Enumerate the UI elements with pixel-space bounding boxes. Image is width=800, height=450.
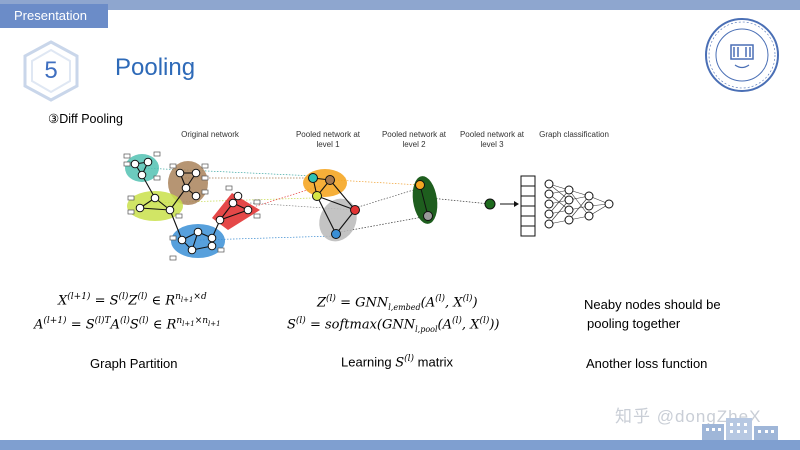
formula-x-update: X(l+1) = S(l)Z(l) ∈ Rnl+1×d <box>58 292 207 309</box>
caption-graph-partition: Graph Partition <box>90 356 178 371</box>
label-pooled-level-1: Pooled network at level 1 <box>295 130 361 149</box>
note-neighboring-nodes: Neaby nodes should be pooling together <box>584 295 721 333</box>
section-number-badge: 5 <box>20 40 82 102</box>
formula-s-pool: S(l) = softmax(GNNl,pool(A(l), X(l))) <box>287 316 500 334</box>
watermark-text: 知乎 @dongZheX <box>615 407 762 426</box>
top-bar <box>0 0 800 10</box>
formula-a-update: A(l+1) = S(l)TA(l)S(l) ∈ Rnl+1×nl+1 <box>34 316 221 333</box>
caption-another-loss: Another loss function <box>586 356 708 371</box>
label-pooled-level-3: Pooled network at level 3 <box>459 130 525 149</box>
label-graph-classification: Graph classification <box>539 130 609 139</box>
label-pooled-level-2: Pooled network at level 2 <box>381 130 447 149</box>
building-illustration <box>702 418 778 442</box>
diff-pooling-subtitle: ③Diff Pooling <box>48 112 123 126</box>
caption-matrix-suffix: matrix <box>414 354 454 370</box>
caption-s-superscript: (l) <box>404 354 415 364</box>
note-line-1: Neaby nodes should be <box>584 297 721 312</box>
label-original-network: Original network <box>181 130 239 139</box>
caption-s-symbol: S <box>395 355 405 371</box>
presentation-tab: Presentation <box>0 4 108 28</box>
university-seal-logo <box>705 18 779 92</box>
formula-z-embed: Z(l) = GNNl,embed(A(l), X(l)) <box>317 294 478 312</box>
caption-learning-prefix: Learning <box>341 354 396 370</box>
section-title: Pooling <box>115 54 196 81</box>
section-number: 5 <box>44 57 58 84</box>
note-line-2: pooling together <box>587 316 681 331</box>
diffpool-diagram <box>123 151 614 261</box>
bottom-bar <box>0 440 800 450</box>
hexagon-icon <box>23 40 79 102</box>
caption-learning-s-matrix: Learning S(l) matrix <box>341 354 453 370</box>
